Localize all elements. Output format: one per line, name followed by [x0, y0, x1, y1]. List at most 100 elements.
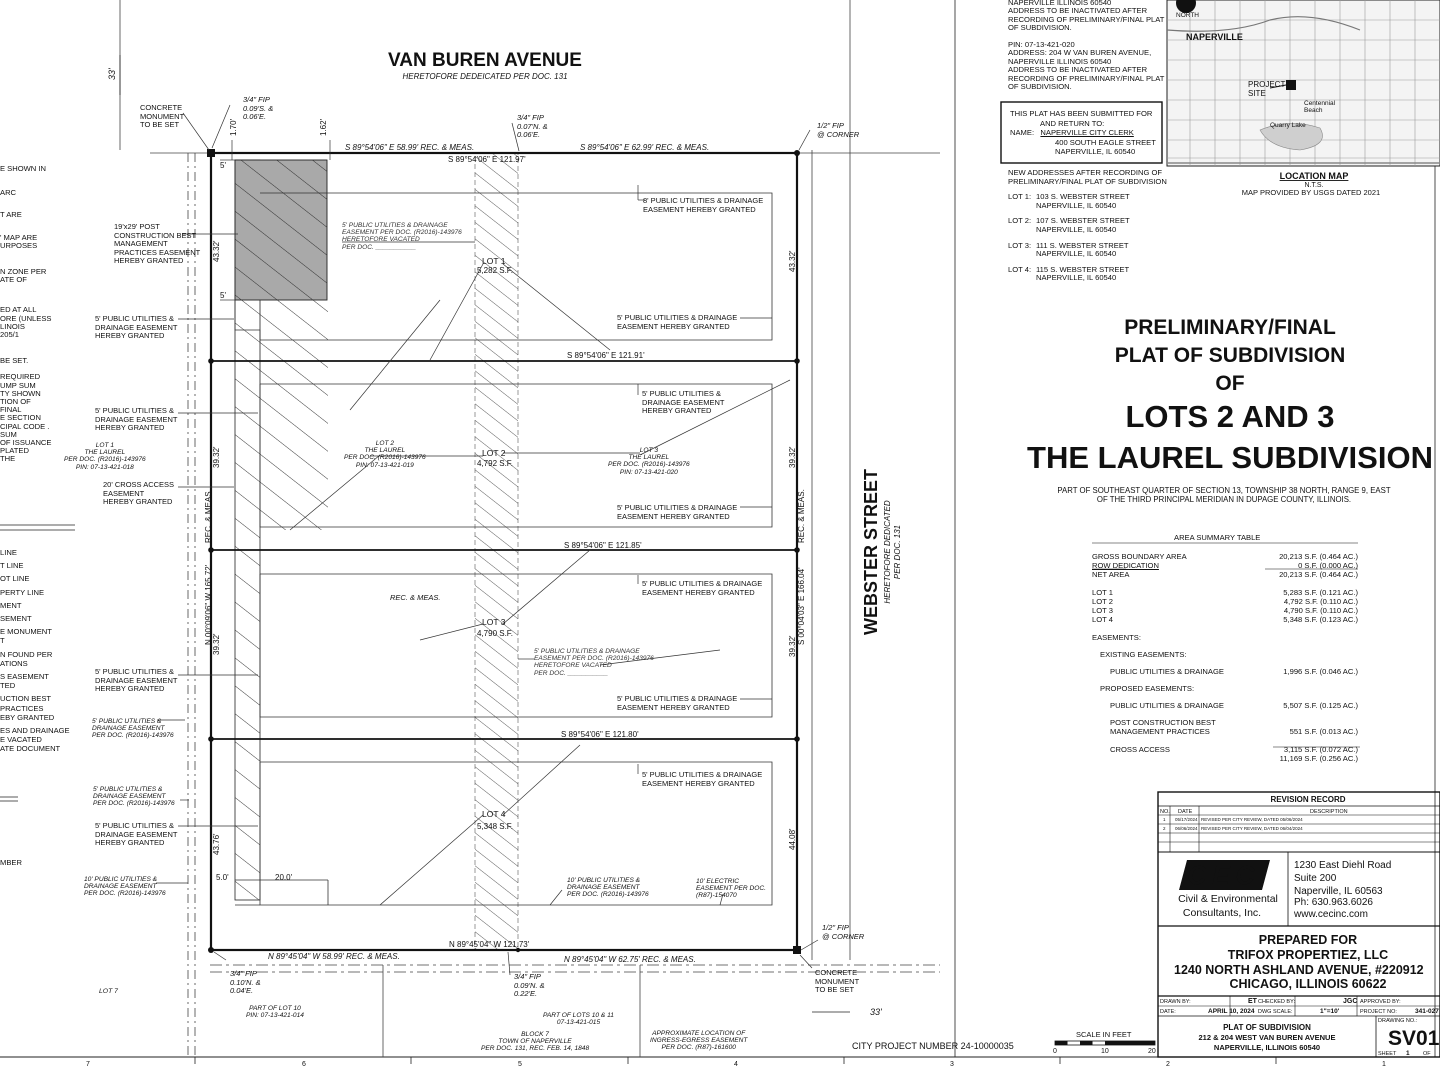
legend-line: UCTION BEST: [0, 694, 52, 704]
callout-line: PIN: 07-13-421-014: [246, 1012, 304, 1020]
callout-line: 8' PUBLIC UTILITIES & DRAINAGE: [643, 196, 764, 205]
revision-row2-no: 2: [1163, 826, 1166, 831]
callout-line: EASEMENT HEREBY GRANTED: [643, 204, 756, 214]
left-note-line: PLATED: [0, 446, 29, 456]
address-note-line: OF SUBDIVISION.: [1008, 82, 1072, 92]
grid-label-4: 4: [734, 1061, 738, 1068]
bearing-bottom-right: N 89°45'04" W 62.75' REC. & MEAS.: [564, 955, 696, 964]
new-address-street: 115 S. WEBSTER STREET: [1036, 264, 1130, 274]
lot1-name: LOT 1: [482, 256, 506, 266]
callout-line: PIN: 07-13-421-020: [619, 468, 678, 476]
callout-line: 5' PUBLIC UTILITIES &: [93, 786, 163, 793]
callout-line: PART OF LOT 10: [249, 1005, 301, 1012]
row-dimensions: [119, 55, 850, 1013]
sheet-desc2: 212 & 204 WEST VAN BUREN AVENUE: [1199, 1033, 1336, 1042]
date-value: APRIL 10, 2024: [1208, 1008, 1255, 1015]
left-note-line: N ZONE PER: [0, 267, 47, 277]
address-note-line: NAPERVILLE ILLINOIS 60540: [1008, 56, 1112, 66]
callout-line: INGRESS-EGRESS EASEMENT: [650, 1037, 748, 1045]
area-row-value: 4,792 S.F. (0.110 AC.): [1283, 597, 1358, 606]
rec-meas-left: REC. & MEAS.: [204, 489, 213, 543]
left-note-line: TY SHOWN: [0, 388, 41, 398]
submit-addr1: 400 SOUTH EAGLE STREET: [1055, 137, 1156, 147]
grid-label-5: 5: [518, 1061, 522, 1068]
bearing-top-inner: S 89°54'06" E 121.97': [448, 155, 526, 164]
new-address-label: LOT 1:: [1008, 192, 1032, 202]
callout-line: EASEMENT PER DOC. (R2016)-143976: [342, 229, 462, 237]
east-line-bearing: S 00°04'03" E 166.04': [797, 567, 806, 645]
sheet-number: 1: [1406, 1050, 1410, 1057]
left-note-line: TION OF: [0, 397, 31, 407]
address-note-line: RECORDING OF PRELIMINARY/FINAL PLAT: [1008, 14, 1165, 24]
callout-fip-br: 1/2" FIP@ CORNER: [822, 923, 864, 941]
legend-line: MBER: [0, 857, 22, 867]
area-row-label: LOT 1: [1092, 588, 1113, 597]
area-row-label: PROPOSED EASEMENTS:: [1100, 684, 1195, 693]
legend-line: ES AND DRAINAGE: [0, 726, 70, 736]
left-note-line: FINAL: [0, 405, 22, 415]
location-map: [1166, 0, 1440, 167]
new-addr-title1: NEW ADDRESSES AFTER RECORDING OF: [1008, 168, 1163, 177]
van-buren-title: VAN BUREN AVENUE: [388, 50, 582, 71]
dim-left-4376: 43.76': [212, 833, 221, 855]
area-row: EXISTING EASEMENTS:: [1092, 650, 1358, 659]
left-note-line: OF ISSUANCE: [0, 438, 52, 448]
callout-line: 3/4" FIP: [230, 969, 257, 978]
callout-line: 1/2" FIP: [822, 923, 849, 932]
bearing-line23: S 89°54'06" E 121.85': [564, 541, 642, 550]
callout-line: 10' PUBLIC UTILITIES &: [567, 877, 641, 884]
callout-line: PER DOC. 131, REC. FEB. 14, 1848: [481, 1045, 590, 1053]
address-note-line: RECORDING OF PRELIMINARY/FINAL PLAT: [1008, 73, 1165, 83]
left-note-line: ED AT ALL: [0, 305, 37, 315]
callout-line: 5' PUBLIC UTILITIES &: [95, 406, 174, 415]
callout-line: DRAINAGE EASEMENT: [642, 397, 725, 407]
prepared-l3: 1240 NORTH ASHLAND AVENUE, #220912: [1174, 963, 1424, 977]
dim-5b: 5': [220, 291, 226, 300]
map-nts: N.T.S.: [1304, 182, 1323, 189]
map-title: LOCATION MAP: [1280, 171, 1349, 181]
callout-line: TOWN OF NAPERVILLE: [498, 1038, 572, 1046]
right-of-way-lines: [119, 0, 940, 1057]
callout-line: 0.06'E.: [243, 112, 267, 122]
area-row-label: PUBLIC UTILITIES & DRAINAGE: [1110, 701, 1224, 710]
legend-line: N FOUND PER: [0, 649, 53, 659]
dim-162: 1.62': [319, 118, 328, 136]
west-line-bearing: N 00°09'06" W 165.72': [204, 564, 213, 645]
legend-line: ATIONS: [0, 658, 28, 668]
callout-line: 5' PUBLIC UTILITIES & DRAINAGE: [617, 313, 738, 322]
address-note-line: OF SUBDIVISION.: [1008, 23, 1072, 33]
revision-h-date: DATE: [1178, 809, 1193, 815]
area-row-label: POST CONSTRUCTION BEST: [1110, 718, 1216, 727]
callout-line: PER DOC. (R2016)-143976: [92, 732, 174, 740]
callout-line: APPROXIMATE LOCATION OF: [652, 1030, 746, 1037]
callout-line: PRACTICES EASEMENT: [114, 247, 201, 257]
callout-line: 0.10'N. &: [230, 977, 261, 987]
callout-line: 5' PUBLIC UTILITIES &: [92, 718, 162, 725]
grid-label-7: 7: [86, 1061, 90, 1068]
area-row-value: 20,213 S.F. (0.464 AC.): [1279, 570, 1358, 579]
boundary-monuments: [207, 149, 801, 954]
lot2-name: LOT 2: [482, 448, 506, 458]
callout-line: 5' PUBLIC UTILITIES & DRAINAGE: [642, 579, 763, 588]
area-row-value: 0 S.F. (0.000 AC.): [1298, 561, 1358, 570]
callout-line: 3/4" FIP: [517, 113, 544, 122]
callout-line: DRAINAGE EASEMENT: [84, 883, 157, 891]
legend-line: T: [0, 636, 5, 646]
revision-h-desc: DESCRIPTION: [1310, 809, 1348, 815]
scale-dwg-value: 1"=10': [1320, 1008, 1340, 1015]
callout-line: DRAINAGE EASEMENT: [92, 725, 165, 733]
